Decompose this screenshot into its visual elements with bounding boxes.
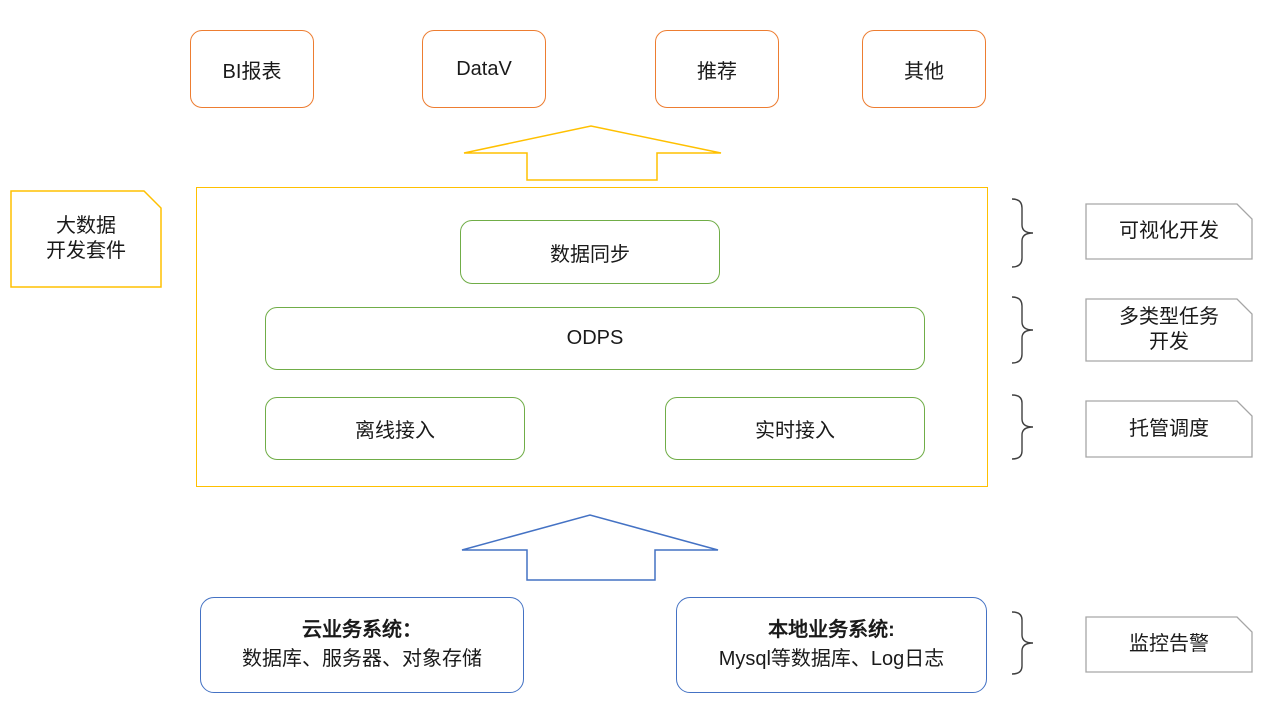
box-realtime-ingest: 实时接入: [665, 397, 925, 460]
app-box-label: 其他: [904, 60, 944, 83]
box-label: 离线接入: [355, 420, 435, 442]
source-title: 本地业务系统:: [768, 619, 895, 641]
app-box-label: DataV: [456, 57, 512, 80]
folded-tag-shape: [1085, 298, 1253, 362]
tag-multi-task-dev: 多类型任务 开发: [1085, 298, 1253, 362]
brace-visual-dev: [1008, 197, 1036, 269]
tag-managed-scheduling: 托管调度: [1085, 400, 1253, 458]
tag-label-line: 大数据: [56, 215, 116, 237]
box-label: ODPS: [566, 327, 624, 349]
tag-label-line: 多类型任务: [1119, 306, 1219, 328]
box-odps: ODPS: [265, 307, 925, 370]
tag-label-line: 开发: [1149, 331, 1189, 353]
folded-tag-shape: [1085, 400, 1253, 458]
box-label: 数据同步: [550, 243, 630, 266]
app-box-bi-report: BI报表: [190, 30, 314, 108]
app-box-label: BI报表: [222, 60, 282, 83]
tag-label-line: 托管调度: [1129, 417, 1209, 440]
box-local-business: 本地业务系统: Mysql等数据库、Log日志: [676, 597, 987, 693]
app-box-datav: DataV: [422, 30, 546, 108]
box-data-sync: 数据同步: [460, 220, 720, 284]
folded-tag-shape: [1085, 203, 1253, 260]
tag-label-line: 监控告警: [1129, 633, 1209, 655]
tag-visual-dev: 可视化开发: [1085, 203, 1253, 260]
source-desc: Mysql等数据库、Log日志: [718, 648, 945, 670]
folded-tag-shape: [10, 190, 162, 288]
up-arrow-gold: [460, 122, 725, 182]
app-box-other: 其他: [862, 30, 986, 108]
tag-label-line: 开发套件: [46, 240, 126, 262]
box-cloud-business: 云业务系统： 数据库、服务器、对象存储: [200, 597, 524, 693]
brace-monitoring-alert: [1008, 610, 1036, 676]
folded-tag-shape: [1085, 616, 1253, 673]
source-title: 云业务系统：: [302, 619, 422, 641]
tag-label-line: 可视化开发: [1119, 220, 1219, 242]
up-arrow-blue: [458, 512, 722, 582]
box-offline-ingest: 离线接入: [265, 397, 525, 460]
brace-managed-scheduling: [1008, 393, 1036, 461]
app-box-label: 推荐: [697, 60, 737, 83]
app-box-recommend: 推荐: [655, 30, 779, 108]
box-label: 实时接入: [755, 420, 835, 442]
source-desc: 数据库、服务器、对象存储: [242, 648, 482, 670]
brace-multi-task-dev: [1008, 295, 1036, 365]
tag-big-data-suite: 大数据 开发套件: [10, 190, 162, 288]
tag-monitoring-alert: 监控告警: [1085, 616, 1253, 673]
